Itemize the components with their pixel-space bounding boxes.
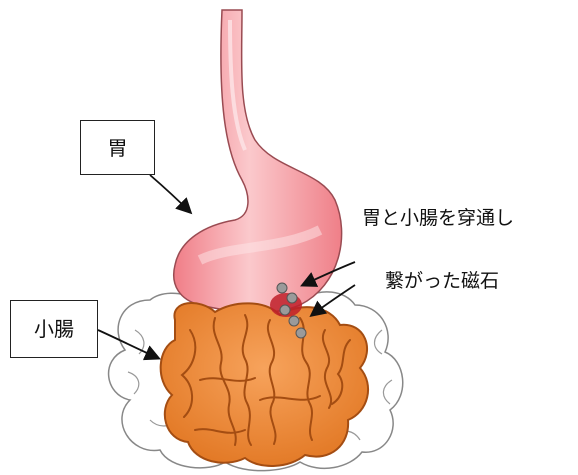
magnet-bead [280,305,290,315]
magnet-caption-line-2: 繋がった磁石 [385,266,499,293]
magnet-bead [296,328,306,338]
small-intestine-label: 小腸 [10,300,98,358]
small-intestine [161,303,368,466]
stomach [174,10,342,313]
magnet-bead [289,316,299,326]
stomach-arrow [150,175,190,212]
magnet-caption-line-1: 胃と小腸を穿通し [362,203,514,230]
stomach-label: 胃 [80,120,155,175]
magnet-bead [277,283,287,293]
magnet-bead [287,293,297,303]
